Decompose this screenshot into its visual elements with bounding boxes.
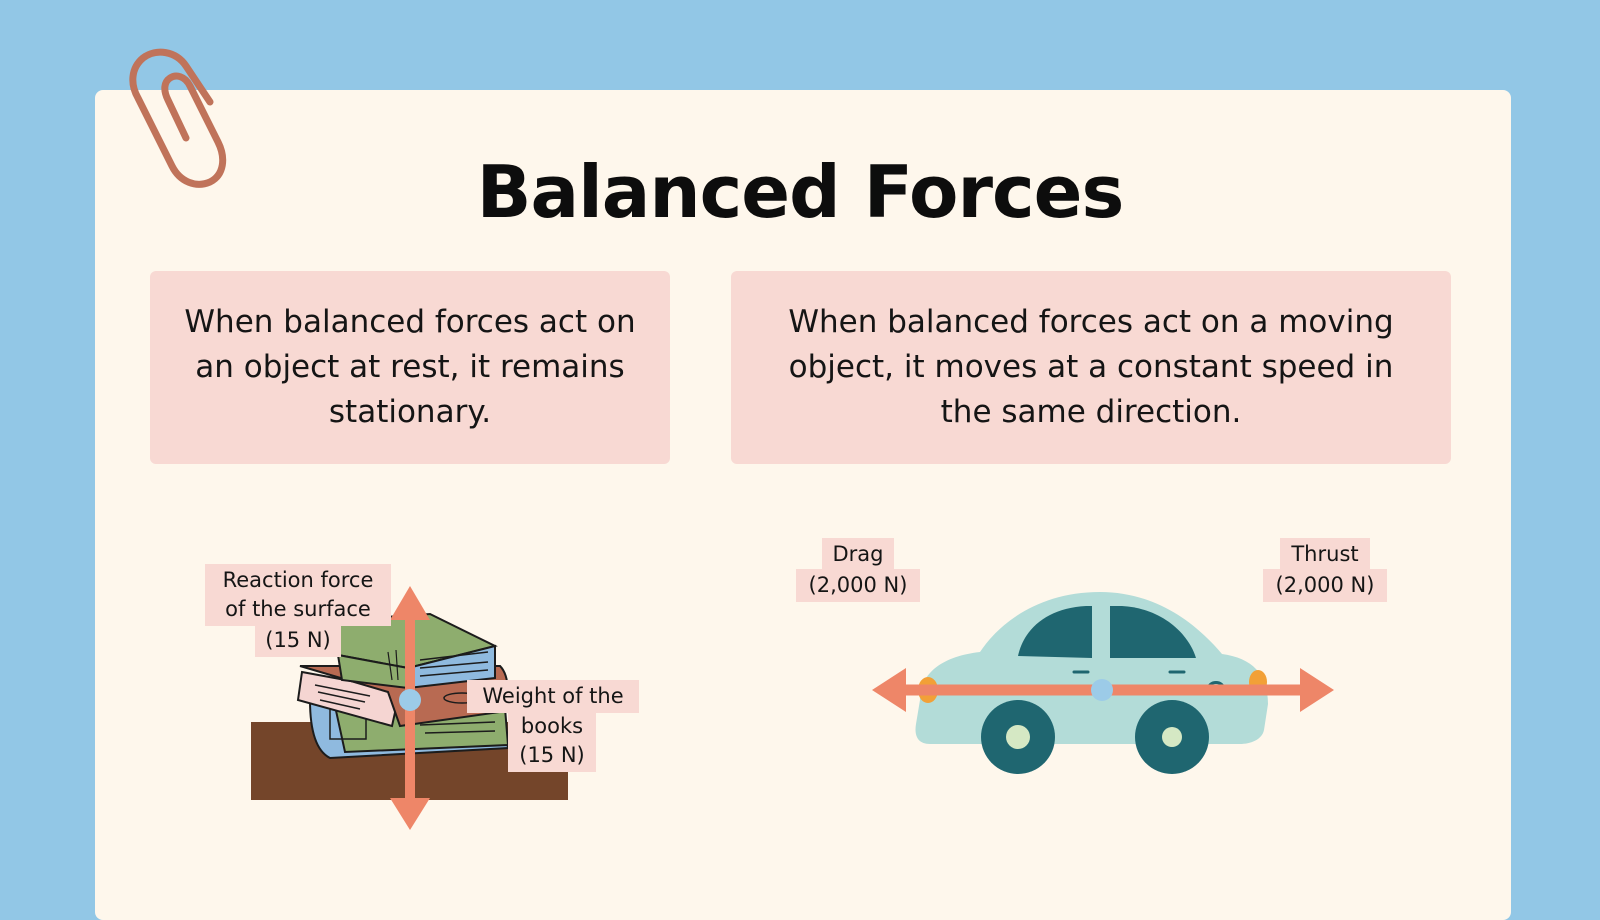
weight-line1: Weight of the xyxy=(482,684,624,708)
slide-title: Balanced Forces xyxy=(476,150,1125,234)
reaction-force-line1: Reaction force xyxy=(222,568,374,592)
arrow-down-head xyxy=(390,798,430,830)
weight-value: (15 N) xyxy=(519,743,585,767)
at-rest-explanation: When balanced forces act on an object at… xyxy=(150,271,670,464)
arrow-left-head xyxy=(872,668,906,712)
books-center-of-mass xyxy=(399,689,421,711)
thrust-value-text: (2,000 N) xyxy=(1275,573,1375,597)
weight-label: Weight of the xyxy=(467,680,639,713)
moving-text: When balanced forces act on a moving obj… xyxy=(788,304,1394,430)
drag-value: (2,000 N) xyxy=(796,569,920,602)
thrust-label-text: Thrust xyxy=(1291,542,1359,566)
car-center-point xyxy=(1091,679,1113,701)
drag-value-text: (2,000 N) xyxy=(808,573,908,597)
weight-label-books: books (15 N) xyxy=(508,710,596,772)
arrow-right-head xyxy=(1300,668,1334,712)
drag-label-text: Drag xyxy=(832,542,884,566)
thrust-value: (2,000 N) xyxy=(1263,569,1387,602)
thrust-label: Thrust xyxy=(1280,538,1370,571)
diagram-illustrations xyxy=(251,586,1334,830)
weight-line2: books xyxy=(520,714,584,738)
drag-label: Drag xyxy=(822,538,894,571)
reaction-force-label: Reaction force of the surface xyxy=(205,564,391,626)
moving-explanation: When balanced forces act on a moving obj… xyxy=(731,271,1451,464)
car-window-rear xyxy=(1110,606,1196,658)
reaction-force-value: (15 N) xyxy=(255,624,341,657)
at-rest-text: When balanced forces act on an object at… xyxy=(184,304,636,430)
reaction-force-line2: of the surface xyxy=(225,597,371,621)
reaction-force-value-text: (15 N) xyxy=(265,628,331,652)
car-illustration xyxy=(872,592,1334,774)
paperclip-icon xyxy=(129,48,227,188)
car-window-front xyxy=(1018,606,1092,658)
book-top xyxy=(336,612,498,690)
arrow-up-head xyxy=(390,586,430,620)
